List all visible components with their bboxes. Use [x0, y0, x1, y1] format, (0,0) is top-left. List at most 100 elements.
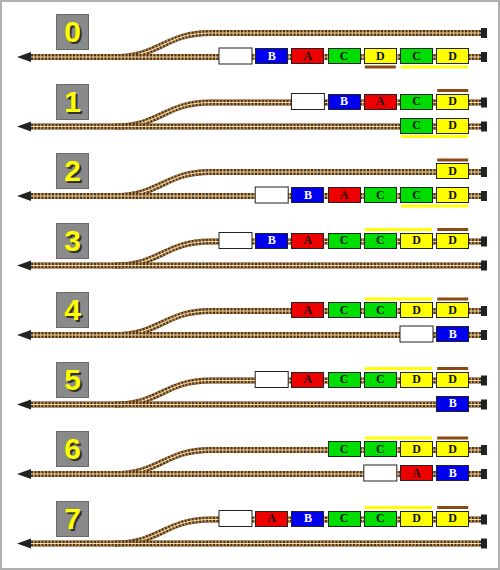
wagon-label: C — [412, 118, 421, 133]
marker-bar — [401, 205, 468, 208]
wagon: C — [328, 441, 361, 457]
wagon: D — [400, 233, 433, 249]
main-track-ties — [28, 541, 486, 547]
buffer-stop — [481, 122, 487, 132]
wagon: D — [436, 372, 469, 388]
wagon: C — [364, 441, 397, 457]
step-label: 7 — [64, 502, 81, 536]
wagon: C — [364, 372, 397, 388]
buffer-stop — [481, 261, 487, 271]
buffer-stop — [481, 28, 487, 38]
wagon-label: B — [449, 396, 457, 411]
step-label: 3 — [64, 224, 81, 258]
wagon-label: D — [448, 233, 457, 248]
wagon-label: D — [412, 511, 421, 526]
wagon-label: D — [448, 49, 457, 64]
wagon: C — [364, 302, 397, 318]
buffer-stop — [481, 330, 487, 340]
wagon: C — [400, 94, 433, 110]
wagon-label: D — [448, 94, 457, 109]
marker-bar — [365, 437, 432, 440]
step-label: 6 — [64, 432, 81, 466]
wagon: B — [291, 187, 324, 203]
wagon-label: A — [412, 466, 421, 481]
wagon-label: C — [340, 233, 349, 248]
wagon: B — [436, 465, 469, 481]
marker-bar — [365, 66, 396, 69]
wagon-label: D — [376, 49, 385, 64]
step-number: 5 — [56, 362, 89, 398]
wagon: C — [328, 48, 361, 64]
wagon-label: B — [449, 466, 457, 481]
wagon: D — [436, 233, 469, 249]
marker-bar — [365, 506, 432, 509]
wagon: B — [328, 94, 361, 110]
wagon: B — [436, 326, 469, 342]
wagon: D — [436, 94, 469, 110]
step-number: 1 — [56, 84, 89, 120]
wagon-label: D — [448, 303, 457, 318]
wagon-label: B — [268, 49, 276, 64]
wagon-label: A — [267, 511, 276, 526]
wagon-label: C — [412, 94, 421, 109]
step-number: 7 — [56, 501, 89, 537]
wagon-label: D — [448, 118, 457, 133]
wagon: D — [364, 48, 397, 64]
step-number: 2 — [56, 153, 89, 189]
wagon-label: A — [304, 49, 313, 64]
locomotive — [219, 48, 252, 64]
wagon-label: C — [376, 303, 385, 318]
wagon: D — [436, 163, 469, 179]
direction-arrow — [17, 191, 31, 201]
wagon: D — [436, 48, 469, 64]
wagon: C — [364, 511, 397, 527]
locomotive — [364, 465, 397, 481]
wagon-label: C — [376, 188, 385, 203]
wagon-label: C — [412, 49, 421, 64]
buffer-stop — [481, 445, 487, 455]
wagon: A — [328, 187, 361, 203]
main-track-ties — [28, 263, 486, 269]
step-label: 2 — [64, 154, 81, 188]
wagon-label: D — [448, 372, 457, 387]
buffer-stop — [481, 515, 487, 525]
marker-bar — [437, 298, 468, 301]
main-track-center — [28, 543, 486, 544]
wagon: A — [291, 372, 324, 388]
wagon-label: B — [304, 511, 312, 526]
wagon: C — [400, 48, 433, 64]
wagon-label: D — [448, 188, 457, 203]
locomotive — [400, 326, 433, 342]
main-track-bed — [28, 402, 486, 408]
wagon-label: C — [376, 511, 385, 526]
buffer-stop — [481, 376, 487, 386]
buffer-stop — [481, 167, 487, 177]
wagon: A — [400, 465, 433, 481]
wagon-label: C — [376, 233, 385, 248]
direction-arrow — [17, 469, 31, 479]
direction-arrow — [17, 122, 31, 132]
wagon: D — [400, 511, 433, 527]
direction-arrow — [17, 52, 31, 62]
wagon-label: A — [304, 303, 313, 318]
step-label: 5 — [64, 363, 81, 397]
marker-bar — [401, 66, 468, 69]
wagon-label: D — [448, 164, 457, 179]
wagon: D — [400, 372, 433, 388]
main-track-bed — [28, 541, 486, 547]
marker-bar — [437, 437, 468, 440]
marker-bar — [437, 89, 468, 92]
wagon-label: D — [412, 303, 421, 318]
main-track-center — [28, 265, 486, 266]
wagon-label: C — [376, 442, 385, 457]
buffer-stop — [481, 539, 487, 549]
step-number: 0 — [56, 14, 89, 50]
wagon-label: D — [448, 442, 457, 457]
buffer-stop — [481, 306, 487, 316]
wagon-label: C — [340, 49, 349, 64]
wagon: C — [400, 118, 433, 134]
step-label: 1 — [64, 85, 81, 119]
step-number: 6 — [56, 431, 89, 467]
marker-bar — [365, 298, 432, 301]
